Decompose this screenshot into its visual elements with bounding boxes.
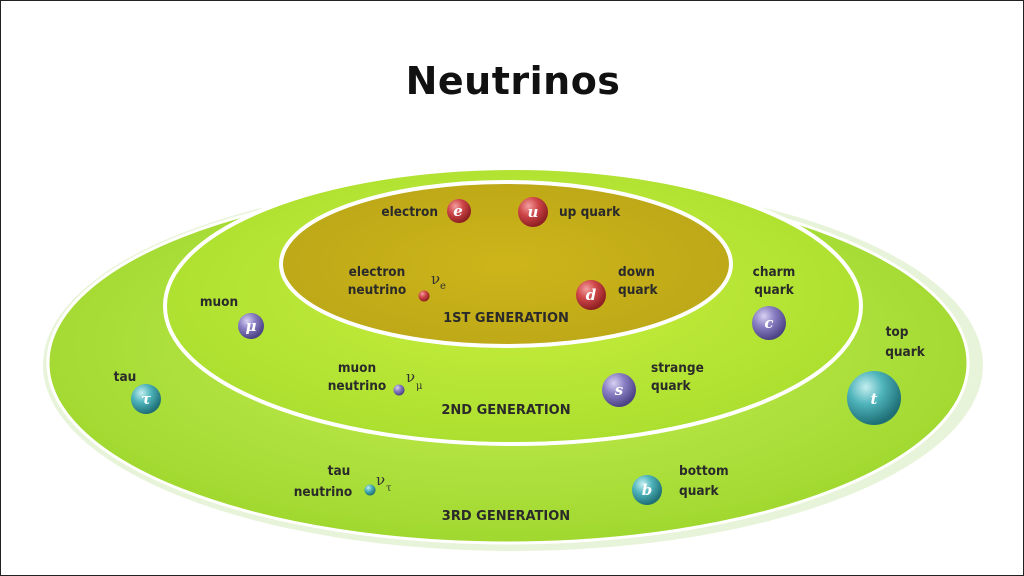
muon-label: muon [200, 294, 238, 310]
bottom-quark-label-line1: bottom [679, 463, 729, 479]
electron-label: electron [381, 204, 438, 220]
strange-quark-particle: s [602, 373, 636, 407]
bottom-quark-label-line2: quark [679, 483, 720, 499]
down-quark-particle: d [576, 280, 606, 310]
electron-neutrino-subscript: e [440, 281, 446, 292]
tau-particle: τ [131, 384, 161, 414]
muon-symbol: μ [246, 317, 257, 335]
electron-neutrino-symbol: ν [431, 270, 440, 288]
up-quark-label: up quark [559, 204, 621, 220]
tau-neutrino-label-line1: tau [328, 463, 351, 479]
electron-neutrino-label-line2: neutrino [348, 282, 407, 298]
muon-neutrino-symbol: ν [406, 368, 415, 386]
up-quark-particle: u [518, 197, 548, 227]
down-quark-label-line2: quark [618, 282, 659, 298]
top-quark-symbol: t [871, 390, 878, 408]
electron-neutrino-label-line1: electron [349, 264, 406, 280]
bottom-quark-symbol: b [642, 481, 653, 499]
first-generation-label: 1ST GENERATION [443, 311, 569, 326]
top-quark-label-line2: quark [885, 344, 926, 360]
muon-neutrino-subscript: μ [416, 381, 423, 392]
muon-neutrino-label-line2: neutrino [328, 378, 387, 394]
charm-quark-label-line2: quark [754, 282, 795, 298]
strange-quark-label-line2: quark [651, 378, 692, 394]
tau-neutrino-particle [364, 484, 376, 496]
up-quark-symbol: u [528, 203, 539, 221]
electron-symbol: e [453, 202, 463, 220]
top-quark-label-line1: top [886, 324, 909, 340]
tau-label: tau [114, 369, 137, 385]
strange-quark-label-line1: strange [651, 360, 704, 376]
electron-neutrino-particle [418, 290, 430, 302]
muon-particle: μ [238, 313, 264, 339]
second-generation-label: 2ND GENERATION [441, 403, 570, 418]
tau-neutrino-label-line2: neutrino [294, 484, 353, 500]
down-quark-symbol: d [586, 286, 597, 304]
third-generation-label: 3RD GENERATION [442, 509, 570, 524]
muon-neutrino-label-line1: muon [338, 360, 376, 376]
muon-neutrino-particle [393, 384, 405, 396]
electron-particle: e [447, 199, 471, 223]
charm-quark-particle: c [752, 306, 786, 340]
strange-quark-symbol: s [615, 381, 624, 399]
bottom-quark-particle: b [632, 475, 662, 505]
charm-quark-symbol: c [764, 314, 773, 332]
first-generation-ring [279, 180, 733, 348]
page-title: Neutrinos [405, 59, 621, 103]
tau-neutrino-subscript: τ [386, 483, 392, 494]
down-quark-label-line1: down [618, 264, 655, 280]
top-quark-particle: t [847, 371, 901, 425]
charm-quark-label-line1: charm [753, 264, 796, 280]
tau-neutrino-symbol: ν [376, 471, 385, 489]
tau-symbol: τ [141, 390, 152, 408]
